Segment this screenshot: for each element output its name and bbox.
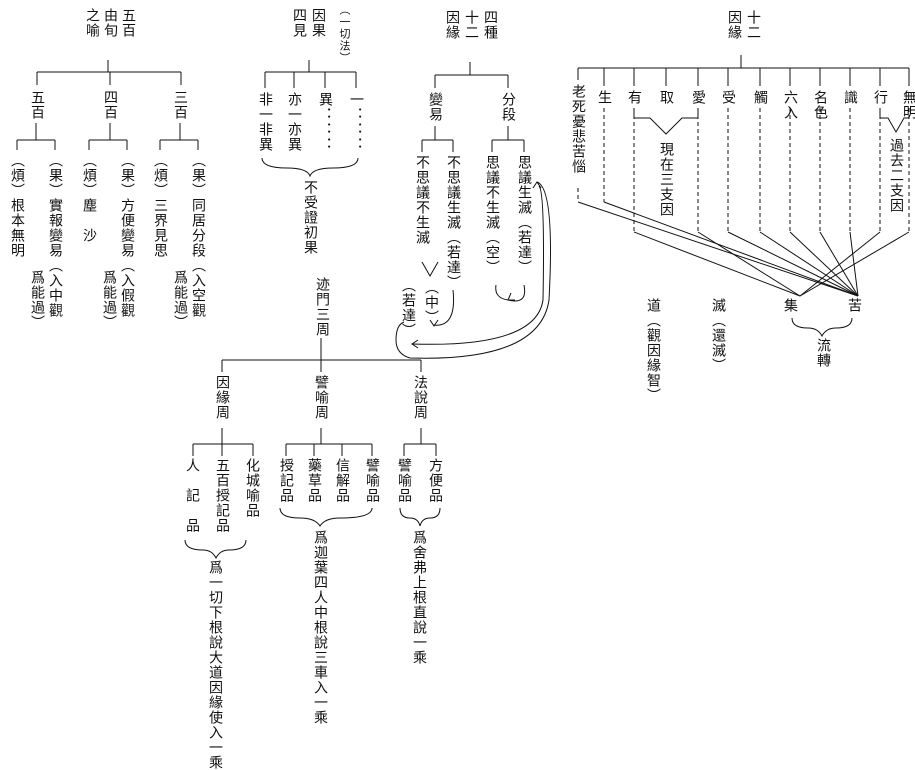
col4-path: 道（觀因緣智） bbox=[645, 298, 661, 403]
col5-dharma-note: 爲舍弗上根直說一乘 bbox=[411, 530, 427, 665]
col5-dharma-round: 法說周 bbox=[412, 375, 428, 420]
col1-branch-300: 三百 bbox=[172, 90, 188, 120]
col2-title-2: 因果 bbox=[310, 8, 326, 38]
col2-item-different: 異：：： bbox=[317, 92, 333, 152]
col5-prophecy-chapter: 授記品 bbox=[278, 458, 294, 503]
link-consciousness: 識 bbox=[842, 90, 858, 105]
link-contact: 觸 bbox=[752, 90, 768, 105]
col4-cessation: 滅（還滅） bbox=[710, 298, 726, 373]
col1-300-fruit: （果）同居分段（入空觀 bbox=[190, 153, 206, 318]
col5-parable-note: 爲迦葉四人中根說三車入一乘 bbox=[312, 530, 328, 725]
col4-title-1: 十二 bbox=[745, 10, 761, 40]
col5-expedient-chapter: 方便品 bbox=[427, 458, 443, 503]
col4-accumulation: 集 bbox=[782, 298, 798, 313]
col1-500-affliction: （煩）根本無明 bbox=[9, 153, 25, 258]
col1-500-note: 爲能過） bbox=[29, 270, 45, 330]
col3-branch-segmented: 分段 bbox=[500, 92, 516, 122]
col3-title-1: 四種 bbox=[482, 10, 498, 40]
col2-title-3: 四見 bbox=[291, 8, 307, 38]
col5-causal-note: 爲一切下根說大道因緣使入一乘 bbox=[207, 560, 223, 770]
col3-inconceivable-nonarising: 不思議不生滅 bbox=[414, 155, 430, 245]
col5-parable-round: 譬喻周 bbox=[313, 375, 329, 420]
col5-herb-chapter: 藥草品 bbox=[306, 458, 322, 503]
link-craving: 愛 bbox=[690, 90, 706, 105]
col2-conclusion: 不受證初果 bbox=[302, 180, 318, 255]
col5-phantom-city-chapter: 化城喻品 bbox=[244, 458, 260, 518]
col2-item-one: 一：：： bbox=[348, 92, 364, 152]
col2-title-1: （一切法） bbox=[338, 4, 351, 64]
col3-inconceivable-arising: 不思議生滅（若達） bbox=[445, 155, 461, 290]
col3-bottom: （若達） bbox=[400, 278, 416, 338]
col1-title-2: 由旬 bbox=[102, 8, 118, 38]
col1-title-1: 五百 bbox=[120, 8, 136, 38]
col5-parable-chapter-1: 譬喻品 bbox=[396, 458, 412, 503]
col1-300-note: 爲能過） bbox=[172, 270, 188, 330]
link-name-form: 名色 bbox=[812, 90, 828, 120]
link-feeling: 受 bbox=[720, 90, 736, 105]
col3-branch-transformational: 變易 bbox=[427, 92, 443, 122]
col1-400-affliction: （煩）塵 沙 bbox=[81, 153, 97, 243]
link-grasping: 取 bbox=[658, 90, 674, 105]
col5-500-prophecy-chapter: 五百授記品 bbox=[214, 458, 230, 533]
col5-title: 迹門三周 bbox=[314, 277, 330, 337]
link-six-entrances: 六入 bbox=[782, 90, 798, 120]
col3-title-3: 因緣 bbox=[444, 10, 460, 40]
col4-past-causes: 過去二支因 bbox=[888, 138, 904, 213]
col4-title-2: 因緣 bbox=[726, 10, 742, 40]
col4-present-causes: 現在三支因 bbox=[658, 142, 674, 217]
col4-transmigration: 流轉 bbox=[815, 338, 831, 368]
col5-causal-round: 因緣周 bbox=[214, 375, 230, 420]
buddhist-doctrine-diagram: 五百 由旬 之喻 五百 （果）實報變易（入中觀 （煩）根本無明 爲能過） 四百 … bbox=[9, 4, 915, 770]
link-becoming: 有 bbox=[626, 90, 642, 105]
col3-conceivable-nonarising: 思議不生滅（空） bbox=[484, 155, 500, 275]
link-ignorance: 無明 bbox=[901, 90, 915, 120]
link-aging-death: 老死憂悲苦惱 bbox=[570, 84, 586, 174]
col5-people-chapter: 人 記 品 bbox=[184, 458, 200, 533]
col1-title-3: 之喻 bbox=[84, 8, 100, 38]
col4-suffering: 苦 bbox=[846, 298, 862, 313]
col5-parable-chapter-2: 譬喻品 bbox=[364, 458, 380, 503]
col3-title-2: 十二 bbox=[463, 10, 479, 40]
col5-faith-chapter: 信解品 bbox=[334, 458, 350, 503]
col1-400-fruit: （果）方便變易（入假觀 bbox=[119, 153, 135, 318]
col3-conceivable-arising: 思議生滅（若達） bbox=[516, 155, 532, 275]
col1-branch-400: 四百 bbox=[102, 90, 118, 120]
col2-item-both: 亦一亦異 bbox=[286, 92, 302, 152]
link-formation: 行 bbox=[872, 90, 888, 105]
col1-branch-500: 五百 bbox=[29, 90, 45, 120]
col1-300-affliction: （煩）三界見思 bbox=[152, 153, 168, 258]
link-birth: 生 bbox=[596, 90, 612, 105]
col3-middle: （中） bbox=[423, 280, 439, 325]
col1-500-fruit: （果）實報變易（入中觀 bbox=[47, 153, 63, 318]
connector-lines bbox=[16, 55, 910, 560]
col2-item-neither: 非一非異 bbox=[257, 92, 273, 152]
col1-400-note: 爲能過） bbox=[101, 270, 117, 330]
